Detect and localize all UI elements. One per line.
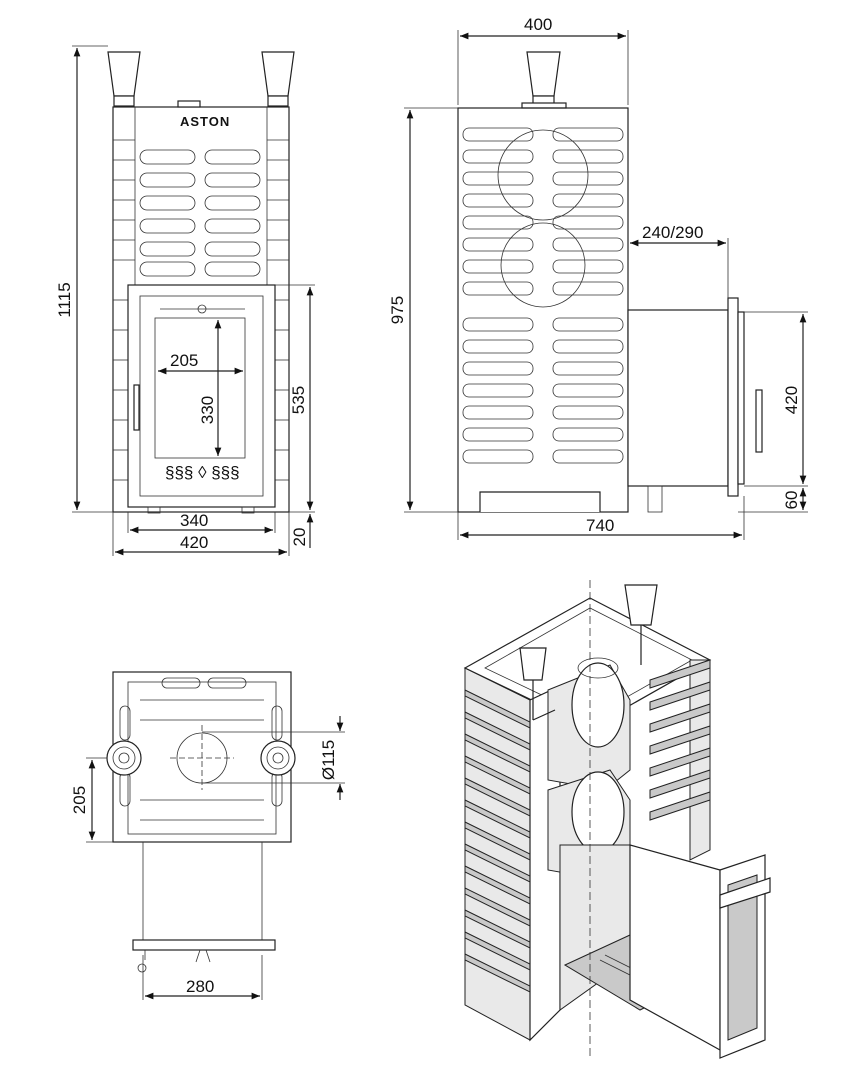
front-door bbox=[127, 284, 276, 508]
dim-door-opening-width: 205 bbox=[170, 351, 198, 370]
iso-left-pipe bbox=[519, 647, 556, 721]
side-tunnel bbox=[627, 309, 729, 487]
dim-base-width: 340 bbox=[180, 511, 208, 530]
dim-height-total: 1115 bbox=[55, 282, 74, 317]
dim-overall-width: 420 bbox=[180, 533, 208, 552]
svg-text:§§§ ◊ §§§: §§§ ◊ §§§ bbox=[165, 463, 240, 482]
side-dimensions: 400 975 240/290 420 60 740 bbox=[388, 15, 808, 540]
dim-tunnel-width: 280 bbox=[186, 977, 214, 996]
side-upper-tank bbox=[497, 129, 589, 221]
front-upper-slots bbox=[139, 149, 261, 277]
side-pipe bbox=[521, 51, 567, 109]
iso-cutaway-view bbox=[463, 580, 771, 1060]
dim-leg-height: 20 bbox=[290, 528, 309, 547]
dim-tunnel-height: 420 bbox=[782, 386, 801, 414]
front-left-pipe bbox=[107, 51, 141, 107]
dim-tunnel-length: 240/290 bbox=[642, 223, 703, 242]
dim-chimney-diameter: Ø115 bbox=[319, 740, 338, 780]
top-dimensions: Ø115 205 280 bbox=[70, 716, 345, 1000]
top-right-pipe bbox=[260, 740, 296, 776]
side-slots bbox=[462, 127, 624, 464]
dim-side-height: 975 bbox=[388, 296, 407, 324]
front-glass bbox=[154, 317, 246, 459]
front-dimensions: 1115 205 330 535 340 420 20 bbox=[55, 45, 315, 556]
front-side-ribs bbox=[113, 139, 289, 481]
dim-top-width: 400 bbox=[524, 15, 552, 34]
front-right-pipe bbox=[261, 51, 295, 107]
iso-right-ribs bbox=[649, 659, 711, 821]
front-body-outline bbox=[112, 106, 290, 513]
iso-left-ribs bbox=[464, 689, 531, 993]
side-view bbox=[457, 51, 763, 513]
dim-tunnel-offset: 60 bbox=[782, 491, 801, 510]
iso-right-pipe bbox=[624, 584, 658, 665]
iso-upper-tank bbox=[547, 657, 631, 791]
top-left-pipe bbox=[106, 740, 142, 776]
dim-overall-depth: 740 bbox=[586, 516, 614, 535]
dim-pipe-spacing: 205 bbox=[70, 786, 89, 814]
top-tunnel-flange bbox=[132, 939, 276, 951]
dim-door-height: 535 bbox=[289, 386, 308, 414]
top-view bbox=[106, 671, 296, 973]
side-lower-tank bbox=[500, 222, 586, 308]
side-body-outline bbox=[457, 107, 629, 513]
dim-glass-height: 330 bbox=[198, 396, 217, 424]
brand-logo: ASTON bbox=[180, 114, 230, 129]
front-view: ASTON bbox=[107, 51, 295, 514]
